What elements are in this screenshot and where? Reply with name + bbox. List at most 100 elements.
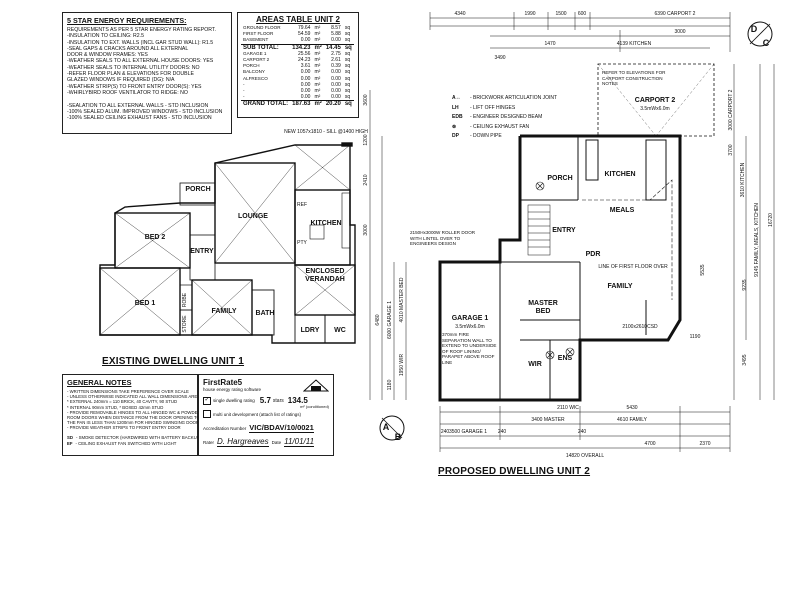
- general-notes-list: - WRITTEN DIMENSIONS TAKE PREFERENCE OVE…: [67, 389, 227, 431]
- dim-bottom-9: 240: [498, 429, 507, 435]
- areas-sq: 0.00: [331, 94, 341, 101]
- areas-m2: 0.00: [300, 81, 311, 88]
- legend-symbol: A↔: [452, 95, 461, 101]
- areas-m2: 0.00: [300, 75, 311, 82]
- areas-sq: 2.61: [331, 57, 341, 64]
- requirement-line: -REFER FLOOR PLAN & ELEVATIONS FOR DOUBL…: [67, 71, 194, 78]
- existing-room-entry: ENTRY: [190, 248, 214, 255]
- areas-label: FIRST FLOOR: [243, 31, 274, 37]
- multi-unit-label: multi unit development (attach list of r…: [213, 411, 302, 417]
- dim-right-2: 9145 FAMILY, MEALS, KITCHEN: [754, 203, 760, 277]
- areas-sq: 0.00: [331, 69, 341, 76]
- requirement-line: -100% SEALED ALUM. IMPROVED WINDOWS - ST…: [67, 108, 223, 115]
- room-meals: MEALS: [610, 207, 635, 214]
- firstrate-logo: [303, 379, 329, 392]
- areas-sq: 8.57: [331, 25, 341, 31]
- stars-label: stars: [272, 397, 284, 404]
- areas-unit-sq: sq: [344, 25, 351, 31]
- area-value: 134.5: [287, 396, 308, 405]
- date-label: Date: [271, 440, 282, 445]
- existing-room-bath: BATH: [256, 310, 275, 317]
- areas-unit-sq: sq: [342, 100, 354, 108]
- legend-text: - SMOKE DETECTOR (HARDWIRED WITH BATTERY…: [75, 434, 202, 440]
- proposed-dwelling-plan: 4340 1990 1500 600 1470 3490 6390 CARPOR…: [363, 11, 775, 459]
- requirement-line: -WEATHER SEALS TO INTERNAL UTILITY DOORS…: [67, 64, 200, 71]
- dim-top-2: 1500: [555, 11, 566, 17]
- room-kitchen: KITCHEN: [604, 171, 635, 178]
- slider-door-note: 2100x2610CSD: [622, 324, 658, 330]
- dim-bottom-7: 2110 WIC: [557, 405, 579, 411]
- existing-room-lounge: LOUNGE: [238, 213, 268, 220]
- areas-unit-sq: sq: [344, 50, 351, 57]
- room-porch: PORCH: [547, 175, 572, 182]
- general-notes-legend: SD- SMOKE DETECTOR (HARDWIRED WITH BATTE…: [67, 435, 201, 447]
- areas-unit-sq: sq: [344, 88, 351, 95]
- areas-unit-sq: sq: [344, 31, 351, 38]
- section-marker-dc: D C: [747, 21, 773, 48]
- dim-bottom-5: 2370: [699, 441, 710, 447]
- marker-d: D: [751, 24, 758, 34]
- areas-m2: 0.00: [300, 88, 311, 95]
- dim-left-7: 1950 WIR: [399, 353, 405, 376]
- legend-symbol: EDB: [452, 114, 463, 120]
- roller-door-note: 2150Hx3000W ROLLER DOOR WITH LINTEL OVER…: [410, 230, 476, 247]
- dim-bottom-0: 3500 GARAGE 1: [449, 429, 487, 435]
- legend-text: - ENGINEER DESIGNED BEAM: [470, 114, 543, 120]
- garage-size: 3.5mWx6.0m: [455, 324, 484, 330]
- first-floor-line-note: LINE OF FIRST FLOOR OVER: [598, 264, 668, 270]
- areas-unit-m2: m²: [314, 31, 321, 38]
- existing-room-wc: WC: [334, 327, 346, 334]
- areas-label: BALCONY: [243, 69, 265, 75]
- areas-sq: 0.00: [331, 75, 341, 82]
- existing-room-store: STORE: [182, 315, 188, 333]
- areas-m2: 134.23: [290, 43, 313, 51]
- legend-item: ⊗- CEILING EXHAUST FAN: [452, 123, 572, 133]
- dim-right-0: 3000 CARPORT 2: [728, 89, 734, 130]
- requirement-line: -WHIRLYBIRD ROOF VENTILATOR TO RIDGE: NO: [67, 89, 188, 96]
- room-ens: ENS: [558, 355, 573, 362]
- areas-label: BASEMENT: [243, 37, 269, 43]
- general-note-legend-item: SD- SMOKE DETECTOR (HARDWIRED WITH BATTE…: [67, 435, 201, 441]
- areas-unit-sq: sq: [342, 43, 354, 51]
- general-note-line: - PROVIDE REMOVABLE HINGES TO ALL HINGED…: [67, 409, 201, 415]
- single-dwelling-label: single dwelling rating: [213, 398, 255, 403]
- areas-unit-m2: m²: [314, 69, 321, 76]
- areas-unit-sq: sq: [344, 37, 351, 44]
- room-pdr: PDR: [586, 251, 601, 258]
- areas-sq: 2.75: [331, 50, 341, 57]
- marker-b: B: [395, 432, 402, 442]
- dim-bottom-6: 5430: [626, 405, 637, 411]
- dim-right-3: 16720: [768, 213, 774, 227]
- dim-bottom-4: 4700: [644, 441, 655, 447]
- single-dwelling-checkbox: ✓: [203, 396, 211, 405]
- dim-left-1: 1200: [363, 134, 369, 145]
- areas-unit-m2: m²: [314, 57, 321, 64]
- areas-unit-m2: m²: [314, 25, 321, 31]
- general-note-line: THE PAN IS LESS THAN 1200mm FOR HINGED S…: [67, 420, 202, 426]
- general-note-line: ROOM DOORS WHEN DISTANCE FROM THE DOOR O…: [67, 415, 200, 421]
- energy-requirements-list: REQUIREMENTS AS PER 5 STAR ENERGY RATING…: [67, 27, 227, 121]
- dim-left-4: 6480: [375, 314, 381, 325]
- existing-room-kitchen: KITCHEN: [310, 220, 341, 227]
- dim-right-1: 3610 KITCHEN: [740, 162, 746, 197]
- existing-room-robe: ROBE: [182, 292, 188, 307]
- dim-bottom-10: 240: [578, 429, 587, 435]
- marker-a: A: [383, 422, 390, 432]
- areas-m2: 0.00: [300, 69, 311, 76]
- carport-note: REFER TO ELEVATIONS FOR CARPORT CONSTRUC…: [602, 70, 666, 87]
- room-master: MASTER: [528, 300, 558, 307]
- areas-label: -: [243, 88, 245, 94]
- dim-bottom-2: 4610 FAMILY: [617, 417, 648, 423]
- areas-m2: 24.23: [297, 57, 311, 64]
- legend-text: - CEILING EXHAUST FAN: [470, 123, 530, 130]
- areas-sq: 0.00: [331, 37, 341, 44]
- room-family: FAMILY: [607, 283, 632, 290]
- areas-unit-sq: sq: [344, 75, 351, 82]
- requirement-line: -WEATHER SEALS TO ALL EXTERNAL HOUSE DOO…: [67, 58, 214, 65]
- existing-room-bed1: BED 1: [135, 300, 156, 307]
